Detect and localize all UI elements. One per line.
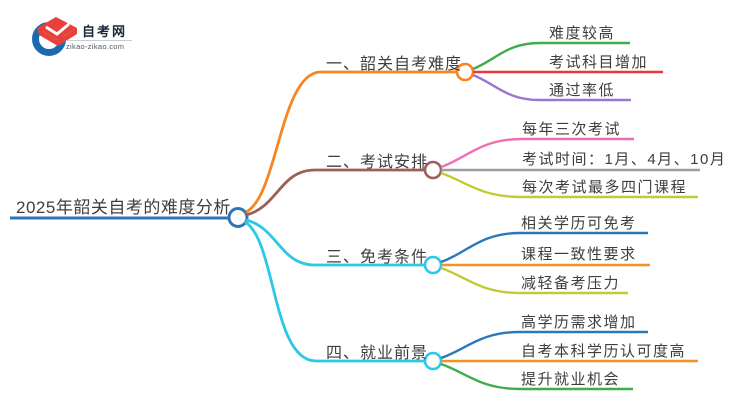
branch2-child3-line (440, 171, 698, 199)
logo-cap-bottom-shape (37, 28, 77, 46)
branch3-child1-label[interactable]: 相关学历可免考 (521, 215, 637, 232)
branch4-label[interactable]: 四、就业前景 (326, 345, 429, 362)
logo-cap-top-shape (37, 17, 77, 40)
branch3-label[interactable]: 三、免考条件 (326, 249, 429, 266)
branch3-child3-line (440, 266, 628, 295)
branch1-label[interactable]: 一、韶关自考难度 (326, 56, 463, 73)
branch3-child1-line (440, 231, 648, 264)
logo-title: 自考网 (82, 24, 128, 39)
branch4-child2-label[interactable]: 自考本科学历认可度高 (521, 343, 687, 360)
branch1-child1-line (472, 41, 630, 71)
branch2-line (245, 168, 424, 217)
branch2-label[interactable]: 二、考试安排 (326, 154, 429, 171)
branch1-child1-label[interactable]: 难度较高 (549, 25, 616, 42)
branch3-child2-label[interactable]: 课程一致性要求 (521, 246, 637, 263)
branch2-child3-label[interactable]: 每次考试最多四门课程 (522, 179, 688, 196)
logo-domain-text: zikao-zikao.com (66, 42, 125, 51)
root-node-circle[interactable] (227, 207, 249, 228)
branch4-line (244, 220, 424, 363)
root-node-label[interactable]: 2025年韶关自考的难度分析 (16, 198, 231, 217)
branch3-line (245, 218, 424, 267)
branch2-child2-label[interactable]: 考试时间：1月、4月、10月 (522, 151, 727, 168)
logo-divider (66, 40, 132, 41)
graduation-cap-logo-icon (32, 17, 77, 56)
branch1-child2-label[interactable]: 考试科目增加 (549, 54, 649, 71)
branch3-child3-label[interactable]: 减轻备考压力 (521, 275, 621, 292)
branch4-child1-label[interactable]: 高学历需求增加 (521, 314, 637, 331)
branch2-child1-line (440, 137, 634, 169)
branch4-child1-line (440, 330, 648, 360)
logo-chevron-shape (45, 22, 70, 36)
site-logo[interactable]: 自考网 zikao-zikao.com (0, 0, 170, 70)
branch1-line (245, 70, 457, 214)
branch2-child1-label[interactable]: 每年三次考试 (522, 121, 622, 138)
branch4-child3-label[interactable]: 提升就业机会 (521, 371, 621, 388)
branch4-child3-line (440, 362, 633, 391)
branch1-child3-line (472, 73, 631, 102)
branch1-child3-label[interactable]: 通过率低 (549, 82, 616, 99)
